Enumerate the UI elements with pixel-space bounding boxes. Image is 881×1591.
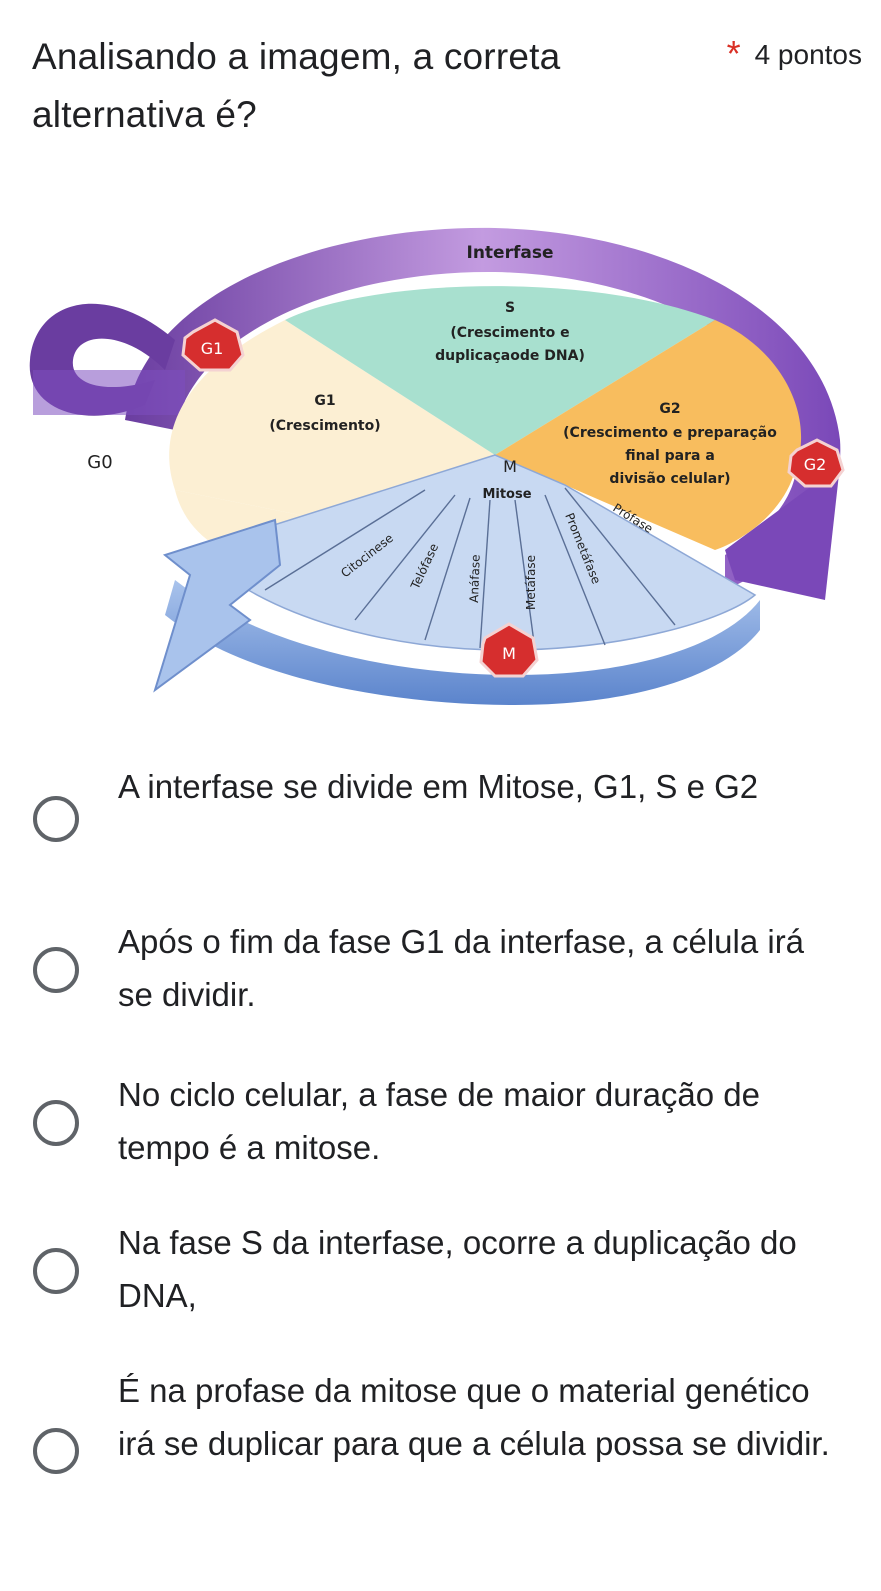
option-label: Após o fim da fase G1 da interfase, a cé… (118, 923, 805, 1013)
label-s-desc-1: (Crescimento e (450, 325, 569, 341)
label-interfase: Interfase (467, 243, 554, 263)
g1-badge-text: G1 (201, 339, 224, 358)
label-g1: G1 (314, 393, 335, 409)
label-s-desc-2: duplicaçaode DNA) (435, 348, 585, 364)
option-1[interactable]: A interfase se divide em Mitose, G1, S e… (30, 760, 860, 870)
required-star: * (726, 33, 741, 74)
option-label: Na fase S da interfase, ocorre a duplica… (118, 1224, 797, 1314)
option-label: No ciclo celular, a fase de maior duraçã… (118, 1076, 761, 1166)
m-badge: M (479, 622, 539, 678)
mitose-band (165, 580, 760, 705)
label-g1-desc: (Crescimento) (269, 418, 380, 434)
label-anafase: Anáfase (467, 554, 483, 603)
option-2[interactable]: Após o fim da fase G1 da interfase, a cé… (30, 915, 860, 1025)
g0-bar (33, 370, 185, 415)
m-badge-text: M (502, 644, 516, 663)
option-label: É na profase da mitose que o material ge… (118, 1372, 830, 1462)
cell-cycle-diagram: Interfase S (Crescimento e duplicaçaode … (29, 227, 845, 705)
g1-badge: G1 (181, 318, 245, 372)
label-g2-desc-2: final para a (625, 448, 715, 464)
option-3[interactable]: No ciclo celular, a fase de maior duraçã… (30, 1068, 860, 1178)
label-mitose: Mitose (482, 487, 531, 502)
radio-button[interactable] (33, 1428, 79, 1474)
label-s: S (505, 300, 515, 316)
radio-button[interactable] (33, 1100, 79, 1146)
g2-badge: G2 (787, 438, 845, 488)
g2-sector (495, 320, 802, 550)
points-label: 4 pontos (754, 39, 862, 70)
mitose-divisions (264, 487, 676, 651)
option-5[interactable]: É na profase da mitose que o material ge… (30, 1364, 860, 1534)
g2-badge-text: G2 (804, 455, 827, 474)
citocinese-arrow (153, 518, 282, 693)
radio-button[interactable] (33, 947, 79, 993)
option-label: A interfase se divide em Mitose, G1, S e… (118, 768, 759, 805)
radio-button[interactable] (33, 796, 79, 842)
option-4[interactable]: Na fase S da interfase, ocorre a duplica… (30, 1216, 860, 1326)
g1-sector (169, 320, 495, 520)
question-header: Analisando a imagem, a correta alternati… (32, 28, 862, 144)
label-g2: G2 (659, 401, 680, 417)
label-g0: G0 (87, 452, 112, 473)
label-g2-desc-1: (Crescimento e preparação (563, 425, 777, 441)
s-sector (285, 286, 715, 455)
label-g2-desc-3: divisão celular) (609, 471, 730, 487)
question-title: Analisando a imagem, a correta alternati… (32, 36, 561, 135)
radio-button[interactable] (33, 1248, 79, 1294)
points-wrap: * 4 pontos (727, 34, 862, 75)
label-m-center: M (503, 457, 517, 476)
label-metafase: Metáfase (524, 555, 538, 610)
interfase-arrow (725, 465, 840, 600)
